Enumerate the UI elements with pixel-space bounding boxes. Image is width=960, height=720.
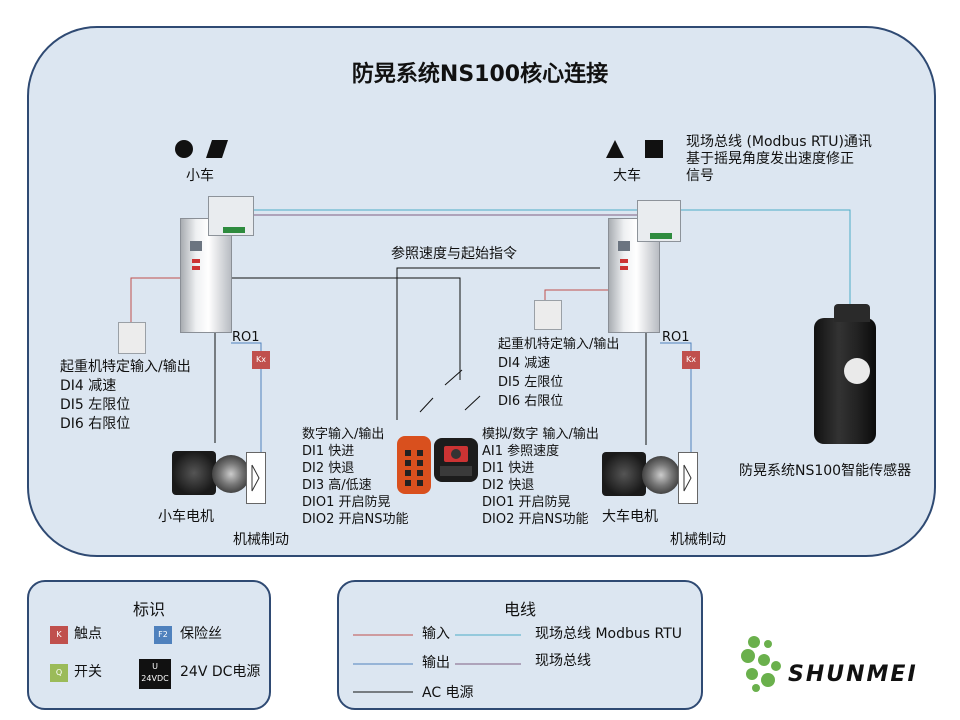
contact-badge: K — [50, 626, 68, 644]
orange-remote-control — [397, 436, 431, 494]
sensor-label: 防晃系统NS100智能传感器 — [739, 463, 912, 479]
wire-label: 现场总线 — [535, 653, 591, 669]
output-line-bridge — [660, 342, 692, 452]
trolley-motor — [172, 443, 250, 503]
digital-io-line: 数字输入/输出 — [302, 427, 385, 442]
trolley-io-terminal — [118, 322, 146, 354]
bridge-brake-label: 机械制动 — [670, 532, 726, 548]
switch-symbol — [419, 397, 434, 413]
trolley-kx-contact: Kx — [252, 351, 270, 369]
crane-io-line: DI6 右限位 — [60, 416, 131, 432]
wire-legend-panel — [337, 580, 703, 710]
shunmei-logo-icon — [741, 636, 781, 692]
legend-title: 标识 — [132, 600, 165, 619]
fieldbus-note-line: 现场总线 (Modbus RTU)通讯 — [686, 134, 872, 150]
switch-badge: Q — [50, 664, 68, 682]
ref-speed-label: 参照速度与起始指令 — [391, 246, 517, 262]
wire-label: 输入 — [422, 626, 450, 642]
output-line-trolley — [231, 342, 262, 452]
crane-io-line: 起重机特定输入/输出 — [60, 359, 191, 375]
legend-label: 保险丝 — [180, 626, 222, 642]
wire-label: 输出 — [422, 655, 450, 671]
analog-io-line: DI2 快退 — [482, 478, 535, 493]
crane-io-line: DI4 减速 — [498, 356, 551, 371]
ref-speed-line-bridge — [396, 267, 600, 420]
trolley-motor-label: 小车电机 — [158, 509, 214, 525]
analog-io-line: DIO2 开启NS功能 — [482, 512, 589, 527]
crane-io-line: DI6 右限位 — [498, 394, 564, 409]
switch-symbol — [444, 369, 463, 386]
trolley-drive — [180, 218, 232, 333]
brand-wordmark: SHUNMEI — [788, 662, 918, 687]
fieldbus-line — [240, 209, 851, 318]
bridge-motor — [602, 444, 680, 504]
crane-io-line: DI5 左限位 — [498, 375, 564, 390]
digital-io-list: 数字输入/输出 DI1 快进 DI2 快退 DI3 高/低速 DIO1 开启防晃… — [302, 426, 408, 528]
analog-io-line: AI1 参照速度 — [482, 444, 560, 459]
wire-label: 现场总线 Modbus RTU — [535, 626, 682, 642]
legend-label: 24V DC电源 — [180, 664, 261, 680]
legend-label: 开关 — [74, 664, 102, 680]
trolley-brake — [246, 452, 266, 504]
ref-speed-line-trolley — [215, 277, 461, 380]
bridge-fieldbus-module — [637, 200, 681, 242]
triangle-square-icon — [606, 140, 663, 158]
crane-io-line: DI5 左限位 — [60, 397, 131, 413]
crane-io-right: 起重机特定输入/输出 DI4 减速 DI5 左限位 DI6 右限位 — [498, 335, 619, 411]
wire-swatches — [353, 634, 521, 693]
fieldbus-note-line: 基于摇晃角度发出速度修正 — [686, 151, 854, 167]
analog-io-line: 模拟/数字 输入/输出 — [482, 427, 599, 442]
fieldbus-note: 现场总线 (Modbus RTU)通讯 基于摇晃角度发出速度修正 信号 — [686, 134, 872, 185]
digital-io-line: DI3 高/低速 — [302, 478, 372, 493]
wire-legend-title: 电线 — [503, 600, 536, 619]
crane-io-line: 起重机特定输入/输出 — [498, 337, 620, 352]
bridge-motor-label: 大车电机 — [602, 509, 658, 525]
bridge-brake — [678, 452, 698, 504]
analog-io-list: 模拟/数字 输入/输出 AI1 参照速度 DI1 快进 DI2 快退 DIO1 … — [482, 426, 599, 528]
digital-io-line: DI2 快退 — [302, 461, 355, 476]
trolley-fieldbus-module — [208, 196, 254, 236]
fuse-badge: F2 — [154, 626, 172, 644]
ns100-sensor — [814, 304, 876, 444]
legend-label: 触点 — [74, 626, 102, 642]
analog-io-line: DI1 快进 — [482, 461, 535, 476]
switch-symbol — [464, 395, 481, 411]
trolley-brake-label: 机械制动 — [233, 532, 289, 548]
analog-io-line: DIO1 开启防晃 — [482, 495, 571, 510]
digital-io-line: DI1 快进 — [302, 444, 355, 459]
crane-io-left: 起重机特定输入/输出 DI4 减速 DI5 左限位 DI6 右限位 — [60, 358, 191, 434]
trolley-relay-label: RO1 — [232, 330, 260, 345]
wire-label: AC 电源 — [422, 685, 474, 701]
input-line-left — [130, 277, 183, 325]
bridge-relay-label: RO1 — [662, 330, 690, 345]
circle-parallelogram-icon — [175, 140, 228, 158]
digital-io-line: DIO2 开启NS功能 — [302, 512, 409, 527]
psu-badge: U 24VDC — [139, 659, 171, 689]
bridge-kx-contact: Kx — [682, 351, 700, 369]
bridge-io-terminal — [534, 300, 562, 330]
joystick-remote-control — [434, 438, 478, 482]
diagram-title: 防晃系统NS100核心连接 — [351, 62, 609, 87]
input-line-right — [544, 289, 608, 300]
digital-io-line: DIO1 开启防晃 — [302, 495, 391, 510]
trolley-label: 小车 — [186, 168, 214, 184]
crane-io-line: DI4 减速 — [60, 378, 117, 394]
bridge-label: 大车 — [613, 168, 641, 184]
fieldbus-note-line: 信号 — [686, 168, 714, 184]
